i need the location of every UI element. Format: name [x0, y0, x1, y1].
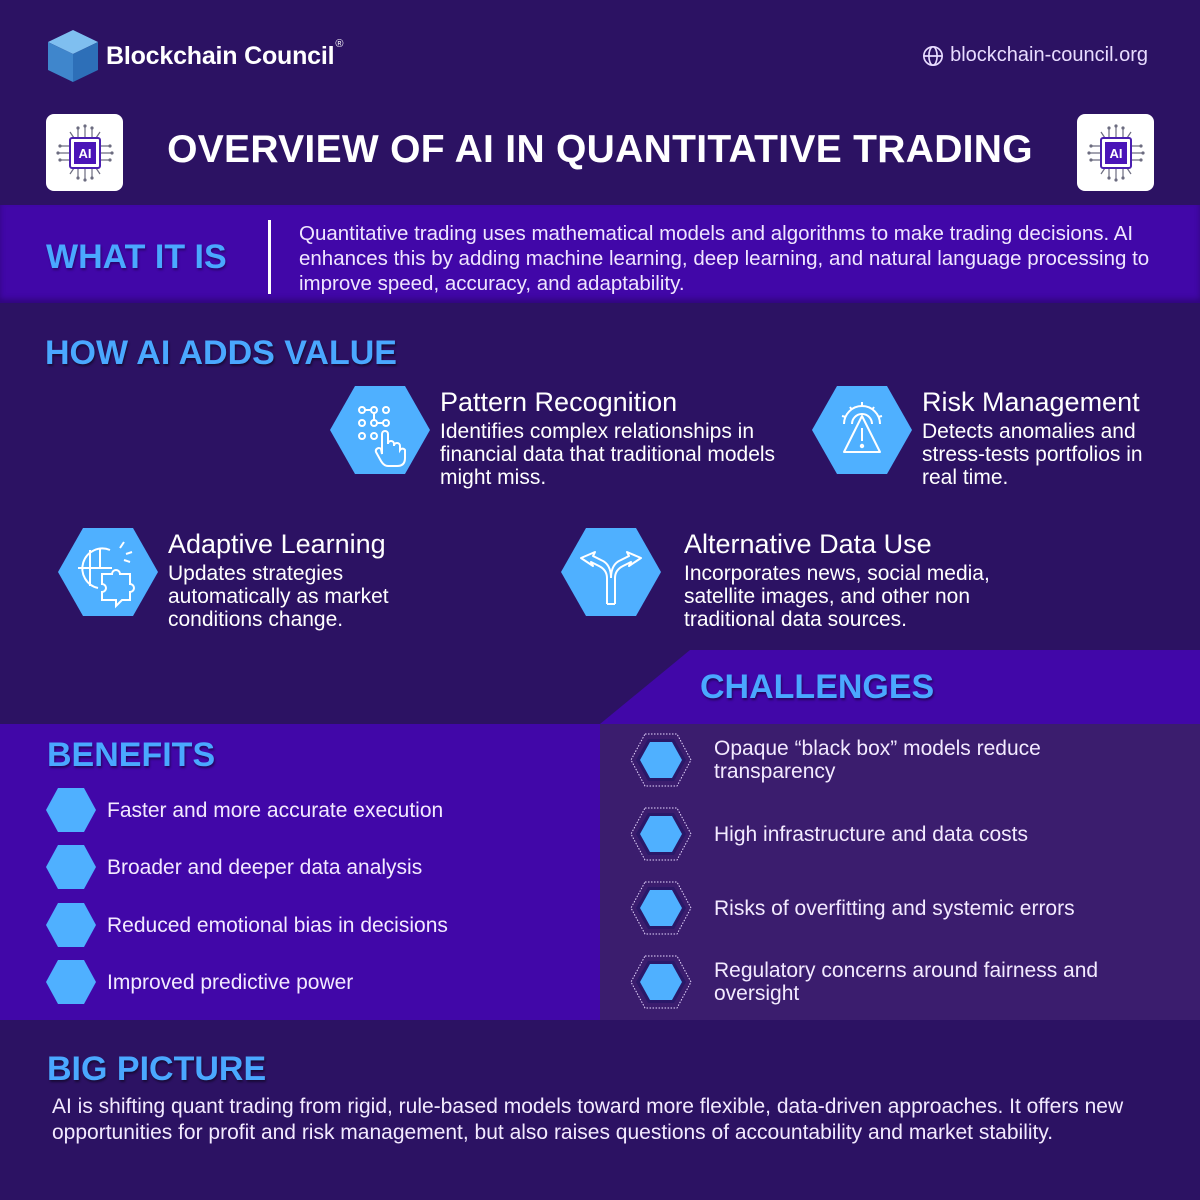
feature-title: Pattern Recognition — [440, 387, 678, 417]
benefit-text: Reduced emotional bias in decisions — [107, 913, 448, 937]
hexagon-bullet-outlined-icon — [630, 881, 692, 935]
hexagon-badge — [58, 528, 158, 616]
hexagon-badge — [812, 386, 912, 474]
registered-mark: ® — [335, 38, 344, 50]
globe-icon — [923, 45, 944, 66]
challenge-item: Opaque “black box” models reduce transpa… — [630, 733, 1150, 787]
challenges-tab — [600, 650, 1200, 724]
brand-logo: Blockchain Council ® — [46, 28, 344, 84]
ai-chip-icon: AI — [1086, 123, 1145, 182]
pattern-touch-icon — [330, 386, 430, 474]
globe-puzzle-icon — [58, 528, 158, 616]
big-picture-text: AI is shifting quant trading from rigid,… — [52, 1095, 1124, 1144]
feature-title: Alternative Data Use — [684, 529, 932, 559]
hexagon-bullet-outlined-icon — [630, 807, 692, 861]
challenge-text: Risks of overfitting and systemic errors — [714, 896, 1075, 920]
gear-warning-icon — [812, 386, 912, 474]
what-it-is-band — [0, 205, 1200, 303]
benefit-text: Faster and more accurate execution — [107, 798, 444, 822]
hexagon-bullet-icon — [46, 845, 96, 889]
split-arrow-icon — [561, 528, 661, 616]
hexagon-bullet-icon — [46, 903, 96, 947]
cube-logo-icon — [48, 30, 98, 82]
challenge-text: Regulatory concerns around fairness and … — [714, 959, 1099, 1005]
benefit-item: Improved predictive power — [46, 960, 353, 1004]
feature-title: Adaptive Learning — [168, 529, 386, 559]
ai-chip-icon: AI — [55, 123, 114, 182]
feature-alternative-data-use: Alternative Data Use Incorporates news, … — [561, 528, 1044, 631]
ai-chip-badge-left: AI — [46, 114, 123, 191]
benefits-panel — [0, 724, 600, 1020]
website-url: blockchain-council.org — [950, 44, 1148, 66]
feature-description: Updates strategies automatically as mark… — [168, 562, 389, 631]
challenge-text: High infrastructure and data costs — [714, 822, 1028, 846]
feature-description: Identifies complex relationships in fina… — [440, 420, 776, 489]
big-picture-heading: BIG PICTURE — [47, 1050, 267, 1088]
challenge-item: Risks of overfitting and systemic errors — [630, 881, 1075, 935]
how-ai-adds-value-heading: HOW AI ADDS VALUE — [45, 334, 397, 372]
ai-chip-badge-right: AI — [1077, 114, 1154, 191]
hexagon-badge — [330, 386, 430, 474]
hexagon-bullet-outlined-icon — [630, 955, 692, 1009]
feature-description: Incorporates news, social media, satelli… — [684, 562, 990, 631]
hexagon-bullet-icon — [46, 788, 96, 832]
benefits-heading: BENEFITS — [47, 736, 216, 774]
benefit-item: Broader and deeper data analysis — [46, 845, 422, 889]
hexagon-bullet-icon — [46, 960, 96, 1004]
challenge-item: High infrastructure and data costs — [630, 807, 1028, 861]
benefit-item: Reduced emotional bias in decisions — [46, 903, 448, 947]
divider — [268, 220, 271, 294]
challenge-item: Regulatory concerns around fairness and … — [630, 955, 1150, 1009]
brand-name: Blockchain Council — [106, 41, 335, 70]
feature-adaptive-learning: Adaptive Learning Updates strategies aut… — [58, 528, 468, 631]
hexagon-bullet-outlined-icon — [630, 733, 692, 787]
feature-title: Risk Management — [922, 387, 1140, 417]
benefit-text: Broader and deeper data analysis — [107, 855, 423, 879]
challenge-text: Opaque “black box” models reduce transpa… — [714, 737, 1041, 783]
feature-description: Detects anomalies and stress-tests portf… — [922, 420, 1143, 489]
svg-text:AI: AI — [78, 146, 91, 161]
page-title: OVERVIEW OF AI IN QUANTITATIVE TRADING — [167, 128, 1033, 171]
hexagon-badge — [561, 528, 661, 616]
what-it-is-heading: WHAT IT IS — [46, 238, 227, 276]
feature-pattern-recognition: Pattern Recognition Identifies complex r… — [330, 386, 790, 489]
benefit-item: Faster and more accurate execution — [46, 788, 443, 832]
benefit-text: Improved predictive power — [107, 970, 354, 994]
feature-risk-management: Risk Management Detects anomalies and st… — [812, 386, 1172, 489]
what-it-is-text: Quantitative trading uses mathematical m… — [299, 222, 1150, 295]
website-link[interactable]: blockchain-council.org — [922, 44, 1148, 67]
challenges-panel — [600, 724, 1200, 1020]
svg-text:AI: AI — [1109, 146, 1122, 161]
challenges-heading: CHALLENGES — [700, 668, 935, 706]
